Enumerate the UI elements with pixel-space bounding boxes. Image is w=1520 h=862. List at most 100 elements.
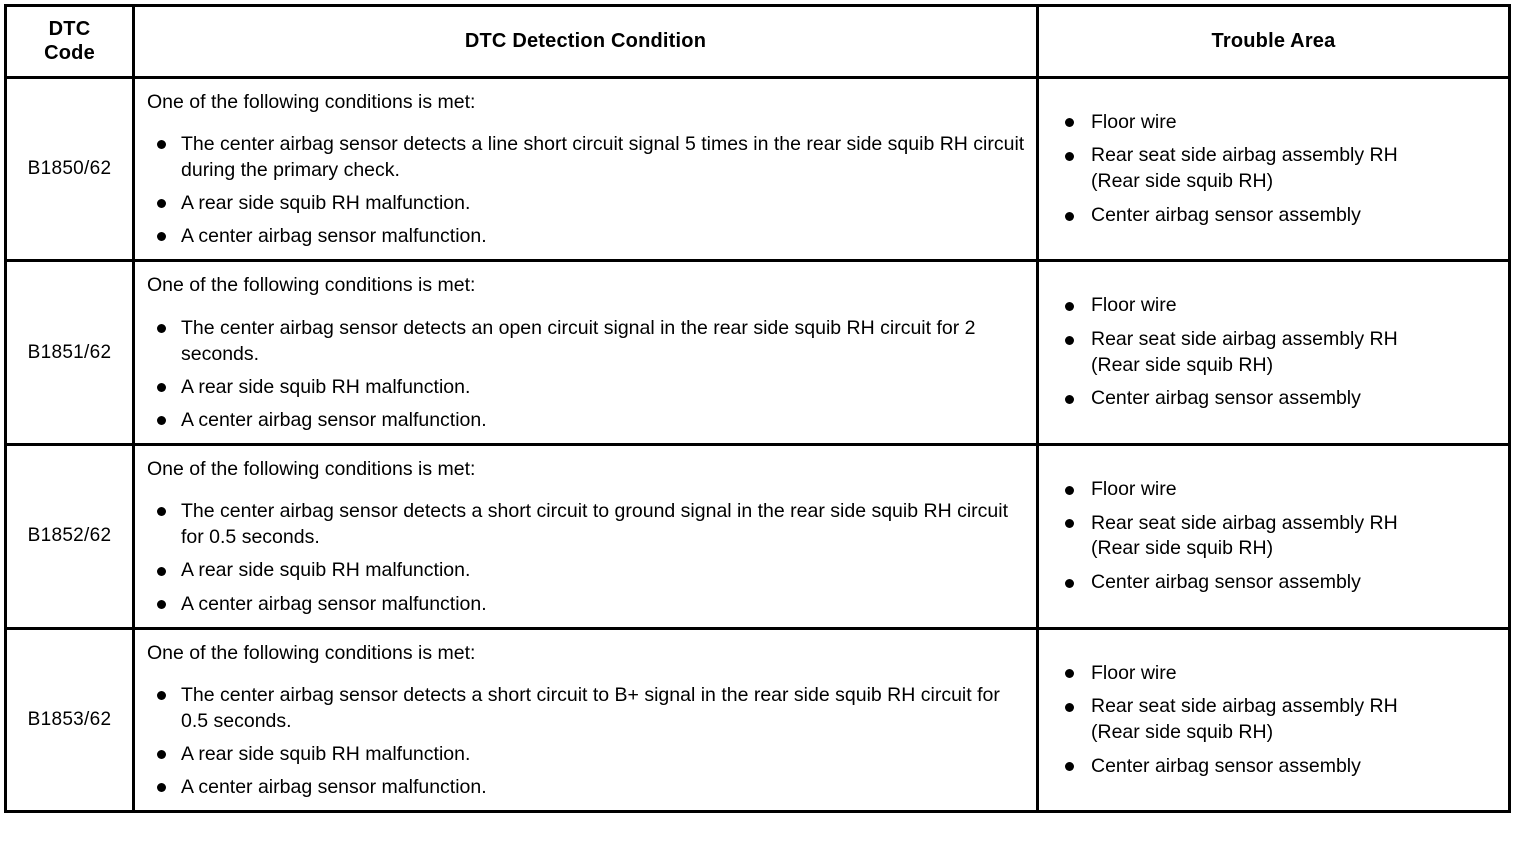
bullet-icon [1065,211,1074,221]
trouble-bullet-item: Rear seat side airbag assembly RH (Rear s… [1053,327,1500,378]
detection-condition-cell: One of the following conditions is met: T… [132,443,1039,630]
condition-bullet-item: The center airbag sensor detects a short… [147,682,1026,734]
condition-bullet-text: A rear side squib RH malfunction. [181,375,471,398]
condition-intro-text: One of the following conditions is met: [147,274,476,297]
condition-bullet-item: The center airbag sensor detects a short… [147,498,1026,550]
column-header-trouble-area: Trouble Area [1036,4,1511,79]
condition-bullet-text: A rear side squib RH malfunction. [181,743,471,766]
bullet-icon [1065,118,1074,128]
trouble-bullet-item: Floor wire [1053,110,1500,136]
bullet-icon [157,783,166,793]
trouble-bullet-subtext: (Rear side squib RH) [1091,720,1274,743]
bullet-icon [157,382,166,392]
condition-bullet-item: A rear side squib RH malfunction. [147,374,1026,400]
dtc-code-cell: B1853/62 [4,626,135,814]
bullet-icon [1065,485,1074,495]
bullet-icon [1065,395,1074,405]
dtc-code-cell: B1852/62 [4,443,135,630]
column-header-dtc-code-line1: DTC [48,18,91,40]
condition-bullet-item: A center airbag sensor malfunction. [147,223,1026,249]
condition-bullet-item: A rear side squib RH malfunction. [147,190,1026,216]
bullet-icon [1065,762,1074,772]
condition-bullet-list: The center airbag sensor detects an open… [147,315,1026,434]
condition-bullet-list: The center airbag sensor detects a short… [147,498,1026,617]
condition-bullet-text: A center airbag sensor malfunction. [181,592,487,615]
trouble-bullet-text: Rear seat side airbag assembly RH [1091,511,1398,534]
condition-bullet-text: A center airbag sensor malfunction. [181,776,487,799]
trouble-bullet-subtext: (Rear side squib RH) [1091,170,1274,193]
trouble-bullet-item: Floor wire [1053,661,1500,687]
condition-bullet-text: A center airbag sensor malfunction. [181,408,487,431]
condition-bullet-item: A center airbag sensor malfunction. [147,774,1026,800]
trouble-bullet-item: Rear seat side airbag assembly RH (Rear s… [1053,511,1500,562]
condition-bullet-item: A center airbag sensor malfunction. [147,407,1026,433]
trouble-bullet-item: Rear seat side airbag assembly RH(Rear s… [1053,694,1500,745]
condition-bullet-list: The center airbag sensor detects a line … [147,131,1026,250]
bullet-icon [1065,703,1074,712]
trouble-bullet-text: Center airbag sensor assembly [1091,571,1361,594]
trouble-bullet-item: Center airbag sensor assembly [1053,203,1500,229]
bullet-icon [157,690,166,700]
column-header-dtc-code: DTC Code [4,4,135,79]
trouble-bullet-text: Rear seat side airbag assembly RH [1091,327,1398,350]
trouble-bullet-text: Center airbag sensor assembly [1091,387,1361,410]
condition-bullet-text: A center airbag sensor malfunction. [181,225,487,248]
trouble-bullet-text: Floor wire [1091,661,1177,684]
bullet-icon [1065,335,1074,345]
trouble-bullet-text: Center airbag sensor assembly [1091,203,1361,226]
condition-intro-text: One of the following conditions is met: [147,90,476,113]
detection-condition-cell: One of the following conditions is met: T… [132,259,1039,447]
condition-bullet-item: A rear side squib RH malfunction. [147,557,1026,583]
bullet-icon [1065,519,1074,529]
condition-intro-text: One of the following conditions is met: [147,641,476,664]
bullet-icon [157,199,166,209]
trouble-bullet-subtext: (Rear side squib RH) [1091,537,1274,560]
bullet-icon [157,599,166,609]
trouble-bullet-text: Floor wire [1091,110,1177,133]
trouble-bullet-text: Floor wire [1091,477,1177,500]
column-header-dtc-code-line2: Code [44,42,95,65]
condition-bullet-item: A rear side squib RH malfunction. [147,741,1026,767]
bullet-icon [1065,302,1074,312]
trouble-bullet-subtext: (Rear side squib RH) [1091,353,1274,376]
bullet-icon [157,416,166,426]
trouble-bullet-text: Rear seat side airbag assembly RH [1091,144,1398,167]
detection-condition-cell: One of the following conditions is met: T… [132,626,1039,814]
dtc-table: DTC Code DTC Detection Condition Trouble… [4,4,1511,814]
condition-bullet-text: The center airbag sensor detects a line … [181,132,1025,182]
bullet-icon [157,566,166,576]
table-header: DTC Code DTC Detection Condition Trouble… [4,4,1511,79]
bullet-icon [1065,578,1074,588]
condition-bullet-text: A rear side squib RH malfunction. [181,559,471,582]
bullet-icon [157,750,166,760]
detection-condition-cell: One of the following conditions is met: T… [132,75,1039,263]
condition-bullet-text: The center airbag sensor detects an open… [181,316,976,365]
condition-bullet-item: The center airbag sensor detects an open… [147,315,1026,367]
bullet-icon [157,507,166,517]
condition-bullet-item: A center airbag sensor malfunction. [147,591,1026,617]
condition-bullet-text: The center airbag sensor detects a short… [181,500,1008,549]
bullet-icon [1065,669,1074,679]
trouble-bullet-item: Floor wire [1053,477,1500,503]
condition-bullet-text: A rear side squib RH malfunction. [181,192,471,215]
trouble-bullet-text: Floor wire [1091,294,1177,317]
bullet-icon [1065,152,1074,162]
condition-bullet-text: The center airbag sensor detects a short… [181,683,1000,732]
column-header-detection-condition: DTC Detection Condition [132,4,1039,79]
trouble-bullet-item: Floor wire [1053,293,1500,319]
condition-intro-text: One of the following conditions is met: [147,458,476,481]
bullet-icon [157,140,166,150]
trouble-bullet-item: Rear seat side airbag assembly RH (Rear s… [1053,143,1500,194]
bullet-icon [157,323,166,333]
